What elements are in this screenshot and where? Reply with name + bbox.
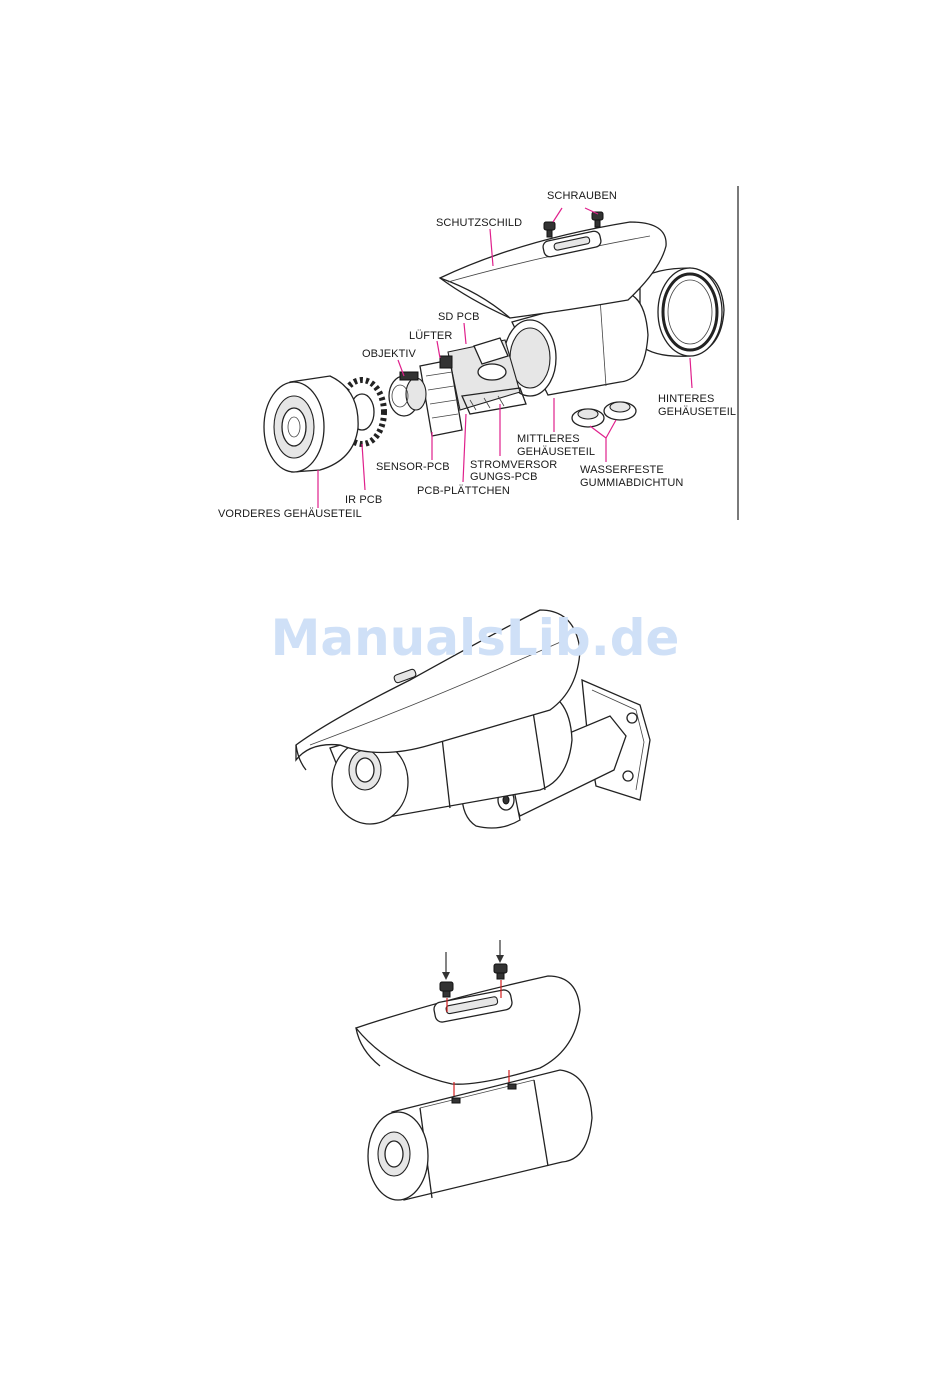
lens-part	[389, 372, 426, 416]
label-wasserfeste-2: GUMMIABDICHTUN	[580, 477, 683, 489]
screw-1	[544, 222, 555, 237]
camera-body	[368, 1070, 592, 1200]
rear-housing-part	[640, 268, 724, 356]
front-housing-part	[264, 376, 358, 472]
exploded-view-diagram: SCHRAUBEN SCHUTZSCHILD SD PCB LÜFTER OBJ…	[218, 186, 738, 520]
screw-right	[494, 964, 507, 979]
label-sensor-pcb: SENSOR-PCB	[376, 461, 450, 473]
label-mittleres-2: GEHÄUSETEIL	[517, 446, 595, 458]
label-wasserfeste-1: WASSERFESTE	[580, 464, 664, 476]
label-ir-pcb: IR PCB	[345, 494, 382, 506]
label-objektiv: OBJEKTIV	[362, 348, 417, 360]
rubber-seal-1	[572, 409, 604, 427]
label-schrauben: SCHRAUBEN	[547, 190, 617, 202]
label-strom-2: GUNGS-PCB	[470, 471, 538, 483]
label-schutzschild: SCHUTZSCHILD	[436, 217, 522, 229]
label-pcb-plaettchen: PCB-PLÄTTCHEN	[417, 485, 510, 497]
label-sd-pcb: SD PCB	[438, 311, 480, 323]
sun-shield	[356, 976, 580, 1084]
label-luefter: LÜFTER	[409, 330, 452, 342]
label-vorderes: VORDERES GEHÄUSETEIL	[218, 508, 362, 520]
sun-shield-mounting-diagram	[356, 940, 592, 1200]
down-arrow-2	[496, 940, 504, 963]
watermark-text: ManualsLib.de	[271, 609, 680, 667]
down-arrow-1	[442, 952, 450, 980]
label-hinteres-1: HINTERES	[658, 393, 714, 405]
label-mittleres-1: MITTLERES	[517, 433, 580, 445]
screw-left	[440, 982, 453, 997]
rubber-seal-2	[604, 402, 636, 420]
label-hinteres-2: GEHÄUSETEIL	[658, 406, 736, 418]
label-strom-1: STROMVERSOR	[470, 459, 557, 471]
